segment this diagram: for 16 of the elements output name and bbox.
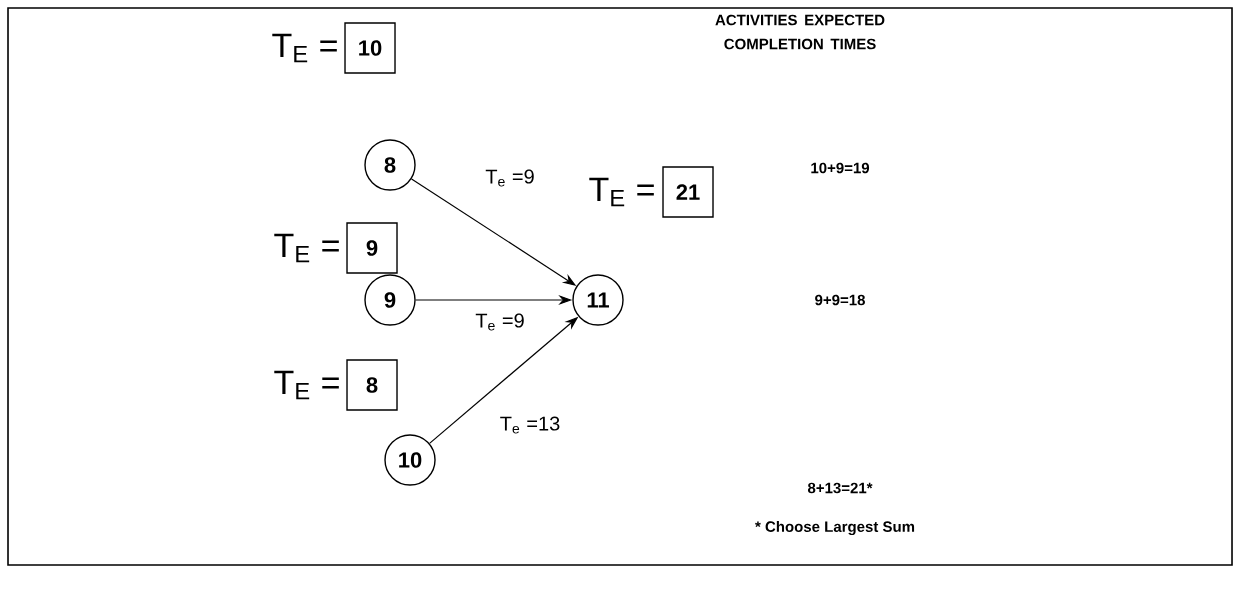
- edge-label: T$_{e}$ =9: [483, 167, 537, 189]
- sum-text: 10+9=19: [811, 162, 870, 174]
- value-box: 21: [662, 166, 714, 218]
- column-heading: ACTIVITIES EXPECTED COMPLETION TIMES: [715, 14, 885, 50]
- value-box: 10: [344, 22, 396, 74]
- sum-text: 8+13=21*: [807, 482, 873, 494]
- beside-label: T$_{E}$ =: [274, 233, 339, 263]
- beside-label: T$_{E}$ =: [589, 177, 654, 207]
- value-box: 9: [346, 222, 398, 274]
- beside-label: T$_{E}$ =: [274, 370, 339, 400]
- note-text: * Choose Largest Sum: [755, 521, 915, 535]
- value-box: 8: [346, 359, 398, 411]
- edge-label: T$_{e}$ =13: [497, 414, 563, 436]
- sum-text: 9+9=18: [815, 294, 865, 306]
- beside-label: T$_{E}$ =: [272, 33, 337, 63]
- edge-label: T$_{e}$ =9: [473, 311, 527, 333]
